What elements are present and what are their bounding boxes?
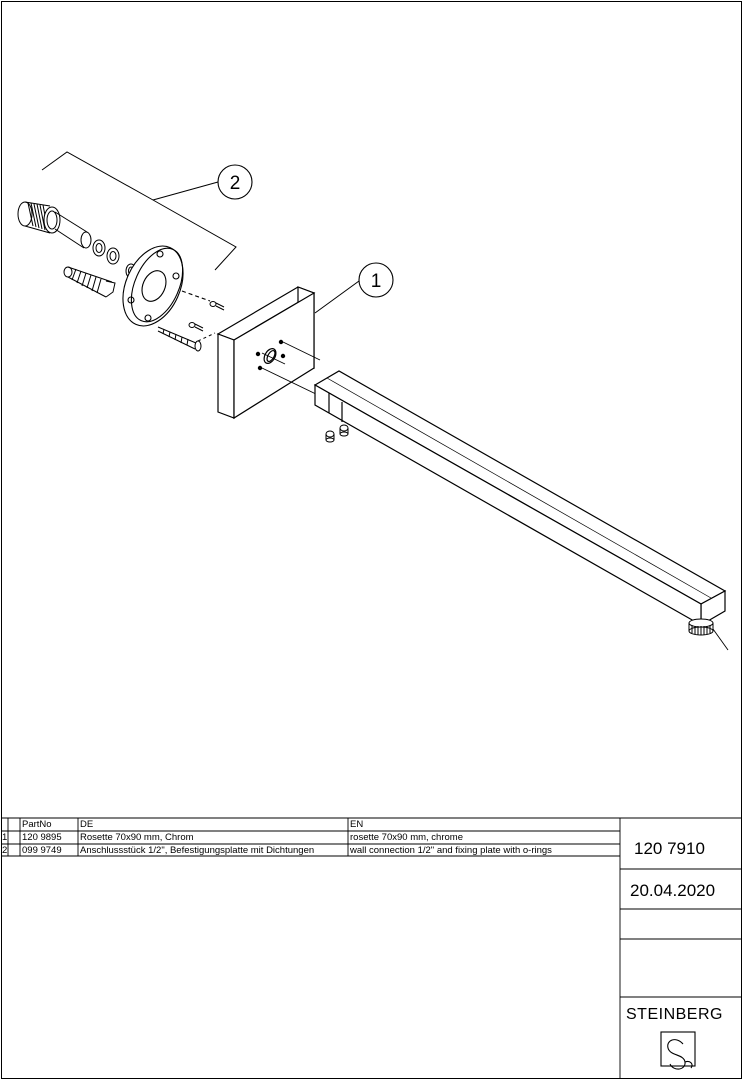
fixing-plate (122, 245, 211, 327)
set-screws (188, 301, 225, 332)
header-partno: PartNo (22, 819, 52, 830)
callout-2-number: 2 (230, 173, 241, 194)
header-de: DE (80, 819, 94, 830)
row-2-de: Anschlussstück 1/2", Befestigungsplatte … (80, 845, 315, 856)
wood-screw (157, 326, 216, 352)
row-2-pos: 2 (2, 845, 8, 856)
parts-table-grid (1, 817, 742, 1078)
wall-plug (63, 266, 116, 298)
rosette-plate (216, 286, 321, 420)
callout-2: 2 (41, 151, 253, 271)
row-1-pos: 1 (2, 832, 8, 843)
row-1-partno: 120 9895 (22, 832, 62, 843)
brand-name: STEINBERG (626, 1006, 723, 1023)
threaded-outlet (688, 618, 729, 651)
threaded-nipple (17, 201, 92, 249)
row-2-en: wall connection 1/2" and fixing plate wi… (350, 845, 552, 856)
steinberg-s-logo-icon (660, 1031, 696, 1070)
drawing-date: 20.04.2020 (630, 881, 716, 900)
grub-screws (325, 424, 349, 443)
callout-1: 1 (314, 262, 394, 314)
row-2-partno: 099 9749 (22, 845, 62, 856)
article-number: 120 7910 (634, 839, 705, 858)
row-1-en: rosette 70x90 mm, chrome (350, 832, 463, 843)
header-en: EN (350, 819, 364, 830)
callout-1-number: 1 (371, 271, 382, 292)
square-shower-arm (313, 370, 727, 627)
row-1-de: Rosette 70x90 mm, Chrom (80, 832, 194, 843)
